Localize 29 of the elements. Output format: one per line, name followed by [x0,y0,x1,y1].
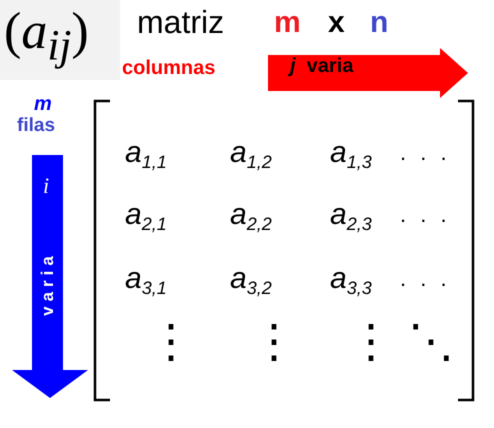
ellipsis: . . . [400,204,451,226]
matrix-entry: a$_{3,1}$ [125,264,167,297]
dimension-symbol: m [34,94,52,114]
ellipsis: . . . [400,268,451,290]
matrix-entry: a$_{2,1}$ [125,200,167,233]
matrix-entry: a$_{2,3}$ [330,200,372,233]
arrow-label: varia [38,251,56,316]
matrix-entry: a$_{1,2}$ [230,138,272,171]
title-word: matriz [137,6,224,38]
arrow-label: i [43,175,50,197]
dimension-symbol: x [328,8,345,38]
axis-caption: filas [17,116,56,135]
axis-caption: columnas [122,58,216,78]
ellipsis: . . . [400,142,451,164]
ellipsis: ⋮ [251,318,297,364]
matrix-entry: a$_{1,1}$ [125,138,167,171]
arrow-label: j varia [290,56,354,76]
matrix-entry: a$_{3,2}$ [230,264,272,297]
block-arrow [12,155,88,398]
matrix-entry: a$_{3,3}$ [330,264,372,297]
block-arrow [268,48,468,98]
formula: (a$_{ij}$) [0,0,120,80]
ellipsis: ⋱ [408,318,454,364]
dimension-symbol: m [274,8,301,38]
dimension-symbol: n [370,8,388,38]
ellipsis: ⋮ [148,318,194,364]
matrix-entry: a$_{2,2}$ [230,200,272,233]
ellipsis: ⋮ [348,318,394,364]
matrix-entry: a$_{1,3}$ [330,138,372,171]
